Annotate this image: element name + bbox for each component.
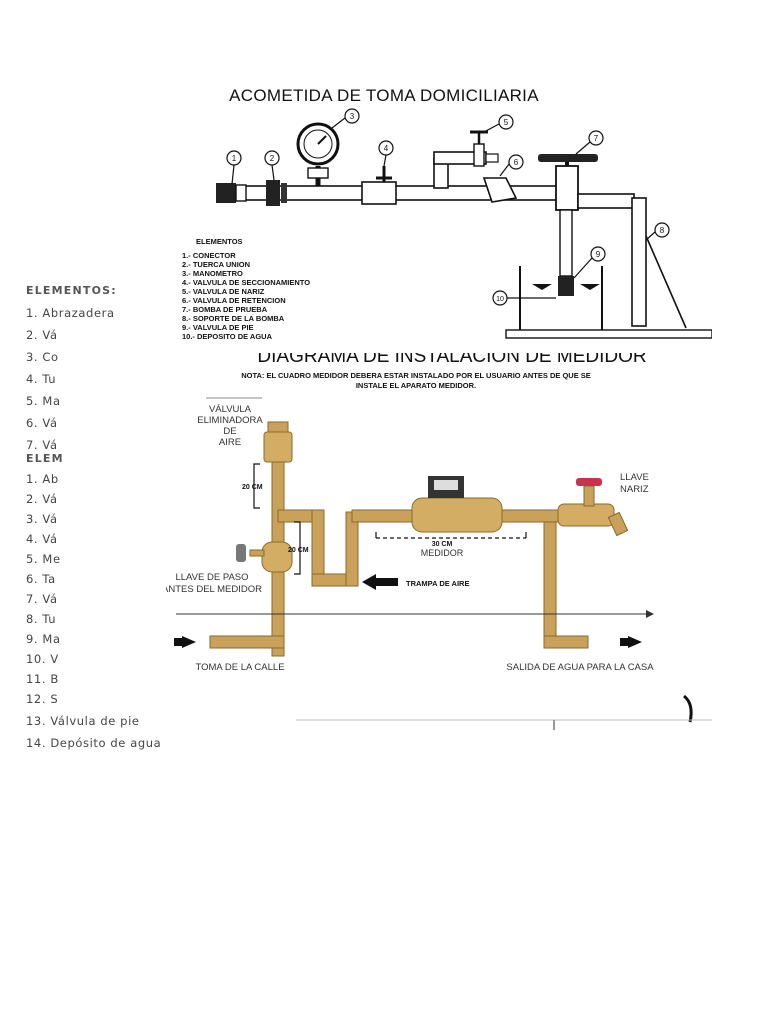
list-item: 14. Depósito de agua: [26, 736, 162, 750]
valve-label-line: VÁLVULA: [209, 404, 252, 415]
list-item: 11. B: [26, 672, 59, 686]
legend-item: 6.- VALVULA DE RETENCION: [182, 296, 286, 305]
street-inlet-label: TOMA DE LA CALLE: [195, 662, 284, 673]
legend-item: 5.- VALVULA DE NARIZ: [182, 287, 265, 296]
list-item: 7. Vá: [26, 592, 58, 606]
legend-item: 3.- MANOMETRO: [182, 269, 243, 278]
legend-item: 1.- CONECTOR: [182, 251, 236, 260]
elements-list-2: ELEM 1. Ab 2. Vá 3. Vá 4. Vá 5. Me 6. Ta…: [26, 452, 226, 752]
house-outlet-label: SALIDA DE AGUA PARA LA CASA: [506, 662, 654, 673]
air-trap-label: TRAMPA DE AIRE: [406, 579, 469, 588]
meter-installation-diagram: DIAGRAMA DE INSTALACION DE MEDIDOR NOTA:…: [162, 346, 712, 738]
legend-item: 4.- VALVULA DE SECCIONAMIENTO: [182, 278, 310, 287]
callout-5: 5: [504, 118, 509, 127]
valve-label-line: DE: [223, 426, 236, 437]
meter-label: MEDIDOR: [421, 548, 464, 558]
pump-installation-diagram: 1 2 3 4 5 6 7 8 9 10 ELEMENTOS 1.- CONEC…: [166, 106, 713, 346]
valve-label-line: AIRE: [219, 437, 241, 448]
elements-list-1: ELEMENTOS: 1. Abrazadera 2. Vá 3. Co 4. …: [26, 284, 226, 454]
list-item: 3. Vá: [26, 512, 58, 526]
stop-valve-label: LLAVE DE PASO: [175, 572, 248, 583]
callout-1: 1: [232, 154, 237, 163]
callout-10: 10: [496, 296, 504, 303]
callout-7: 7: [594, 134, 599, 143]
list-item: 5. Me: [26, 552, 61, 566]
valve-label-line: ELIMINADORA: [197, 415, 263, 426]
legend-item: 9.- VALVULA DE PIE: [182, 323, 254, 332]
legend-item: 8.- SOPORTE DE LA BOMBA: [182, 314, 285, 323]
list-item: 4. Vá: [26, 532, 58, 546]
list-item: 4. Tu: [26, 372, 57, 386]
page-title: ACOMETIDA DE TOMA DOMICILIARIA: [229, 86, 539, 105]
dim-20cm-a: 20 CM: [242, 484, 263, 491]
elements-list-2-header: ELEM: [26, 452, 64, 465]
list-item: 5. Ma: [26, 394, 61, 408]
callout-4: 4: [384, 144, 389, 153]
nose-tap-label: LLAVE: [620, 472, 649, 483]
list-item: 8. Tu: [26, 612, 57, 626]
list-item: 6. Vá: [26, 416, 58, 430]
elements-list-1-header: ELEMENTOS:: [26, 284, 117, 297]
callout-9: 9: [596, 250, 601, 259]
list-item: 2. Vá: [26, 492, 58, 506]
stop-valve-label: ANTES DEL MEDIDOR: [166, 584, 262, 595]
note-line-1: NOTA: EL CUADRO MEDIDOR DEBERA ESTAR INS…: [241, 371, 591, 380]
list-item: 1. Ab: [26, 472, 59, 486]
list-item: 6. Ta: [26, 572, 56, 586]
list-item: 9. Ma: [26, 632, 61, 646]
list-item: 2. Vá: [26, 328, 58, 342]
legend-item: 10.- DEPOSITO DE AGUA: [182, 332, 273, 341]
legend-item: 7.- BOMBA DE PRUEBA: [182, 305, 268, 314]
list-item: 3. Co: [26, 350, 59, 364]
callout-2: 2: [270, 154, 275, 163]
dim-20cm-b: 20 CM: [288, 547, 309, 554]
callout-3: 3: [350, 112, 355, 121]
list-item: 10. V: [26, 652, 59, 666]
callout-8: 8: [660, 226, 665, 235]
list-item: 12. S: [26, 692, 59, 706]
list-item: 1. Abrazadera: [26, 306, 115, 320]
dim-30cm: 30 CM: [432, 541, 453, 548]
list-item: 13. Válvula de pie: [26, 714, 140, 728]
legend-title: ELEMENTOS: [196, 237, 243, 246]
list-item: 7. Vá: [26, 438, 58, 452]
callout-6: 6: [514, 158, 519, 167]
nose-tap-label: NARIZ: [620, 484, 649, 495]
note-line-2: INSTALE EL APARATO MEDIDOR.: [356, 381, 476, 390]
legend-item: 2.- TUERCA UNION: [182, 260, 250, 269]
